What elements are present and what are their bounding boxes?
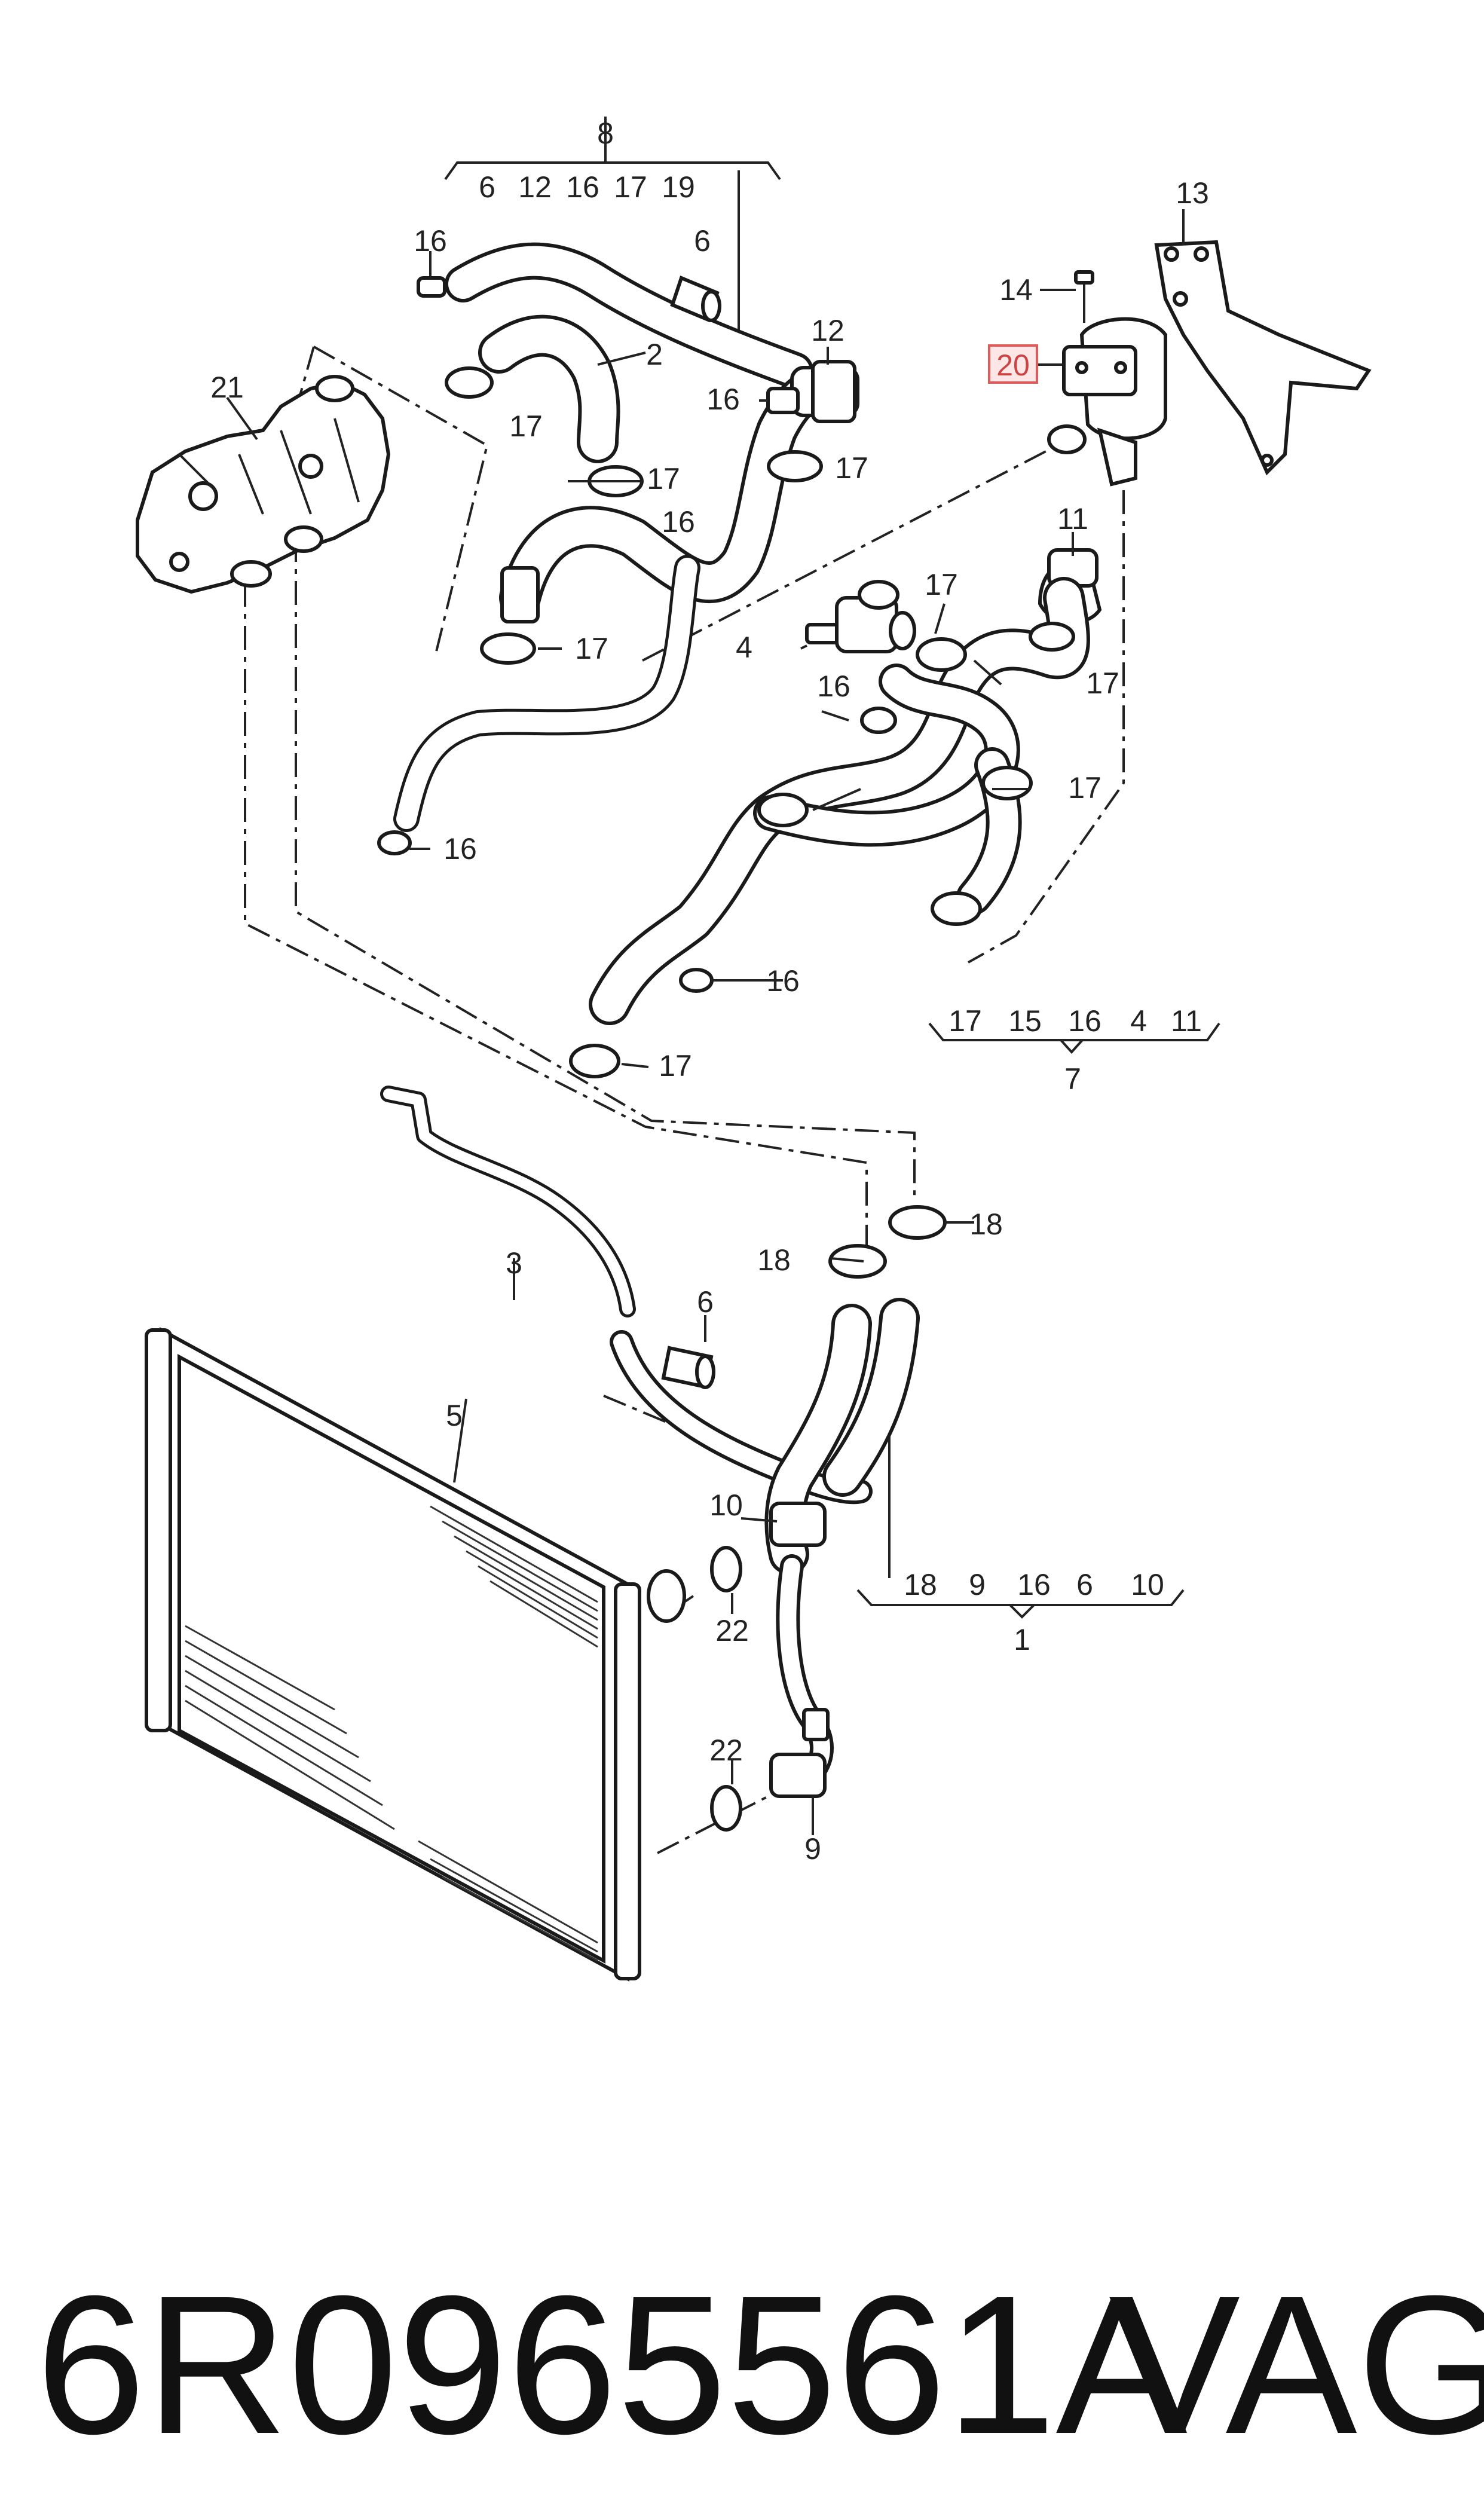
callout-16-b: 16 <box>706 383 740 416</box>
hose-thin-lower <box>393 555 700 832</box>
pipe-3 <box>380 1086 636 1317</box>
o-rings-22 <box>710 1546 742 1832</box>
callout-17-d: 17 <box>575 632 608 665</box>
callout-14: 14 <box>999 273 1033 307</box>
group7-item: 16 <box>1068 1004 1101 1038</box>
callout-18-a: 18 <box>757 1243 791 1277</box>
group-7-bracket <box>928 1022 1220 1054</box>
callout-17-f: 17 <box>1086 667 1119 700</box>
callout-17-e: 17 <box>925 568 958 601</box>
hose-upper-long <box>445 242 813 389</box>
highlight-box-20 <box>988 344 1038 384</box>
callout-16-d: 16 <box>817 669 850 703</box>
callout-8: 8 <box>597 117 614 150</box>
clamps <box>377 276 1075 1279</box>
group1-item: 18 <box>904 1568 937 1601</box>
brand-caption: VAG <box>1109 2254 1484 2475</box>
callout-21: 21 <box>210 371 244 404</box>
callout-16-f: 16 <box>766 964 800 998</box>
callout-4: 4 <box>736 631 752 664</box>
coupling-6-lower <box>661 1346 715 1389</box>
callout-labels: 8 13 6 16 14 2 12 21 16 17 17 17 16 11 1… <box>210 117 1209 1866</box>
tee-piece-4 <box>805 580 916 653</box>
callout-16-e: 16 <box>443 832 477 866</box>
group7-item: 4 <box>1130 1004 1147 1038</box>
callout-12: 12 <box>811 314 844 347</box>
callout-16-c: 16 <box>662 505 695 539</box>
group-1-bracket <box>856 1435 1185 1619</box>
callout-13: 13 <box>1176 176 1209 210</box>
part-number-caption: 6R0965561A <box>36 2254 1188 2475</box>
callout-6-lower: 6 <box>697 1285 714 1319</box>
leader-lines <box>226 117 1185 1835</box>
callout-17-h: 17 <box>659 1049 692 1083</box>
hose-middle <box>499 368 834 623</box>
thermostat-housing <box>136 375 391 594</box>
group8-item: 17 <box>614 170 647 204</box>
callout-22-a: 22 <box>715 1614 749 1647</box>
group8-item: 16 <box>566 170 599 204</box>
group1-item: 16 <box>1017 1568 1051 1601</box>
group8-item: 6 <box>479 170 495 204</box>
callout-2: 2 <box>646 338 663 371</box>
callout-1: 1 <box>1014 1623 1030 1656</box>
radiator-hoses <box>764 1298 920 1798</box>
callout-17-b: 17 <box>835 451 868 485</box>
group7-item: 17 <box>948 1004 982 1038</box>
group-8-bracket <box>444 148 781 338</box>
callout-17-g: 17 <box>1068 771 1101 805</box>
group7-item: 15 <box>1008 1004 1042 1038</box>
callout-11: 11 <box>1057 502 1088 536</box>
group1-item: 10 <box>1131 1568 1164 1601</box>
callout-7: 7 <box>1064 1062 1081 1096</box>
radiator-5 <box>145 1326 686 1982</box>
group1-item: 6 <box>1076 1568 1093 1601</box>
group-lists: 6 12 16 17 19 17 15 16 4 11 18 9 16 6 10 <box>479 170 1202 1601</box>
mounting-bracket-13 <box>1154 240 1372 476</box>
callout-22-b: 22 <box>709 1734 743 1767</box>
aux-pump-20 <box>1047 317 1167 487</box>
callout-18-b: 18 <box>969 1207 1003 1241</box>
screw-14 <box>1074 270 1094 323</box>
radiator-fins <box>185 1505 598 1962</box>
group7-item: 11 <box>1171 1004 1202 1038</box>
callout-16-a: 16 <box>414 224 447 258</box>
connector-12 <box>790 360 859 423</box>
callout-3: 3 <box>506 1246 522 1280</box>
callout-6-top: 6 <box>694 224 711 258</box>
callout-5: 5 <box>446 1399 463 1432</box>
coupling-6-top <box>670 275 721 323</box>
callout-10: 10 <box>709 1488 743 1522</box>
callout-17-a: 17 <box>509 409 543 443</box>
group8-item: 12 <box>518 170 552 204</box>
callout-17-c: 17 <box>647 462 680 496</box>
hose-2 <box>478 314 620 463</box>
group1-item: 9 <box>969 1568 986 1601</box>
callout-20: 20 <box>996 348 1030 382</box>
group8-item: 19 <box>662 170 695 204</box>
callout-9: 9 <box>804 1832 821 1866</box>
